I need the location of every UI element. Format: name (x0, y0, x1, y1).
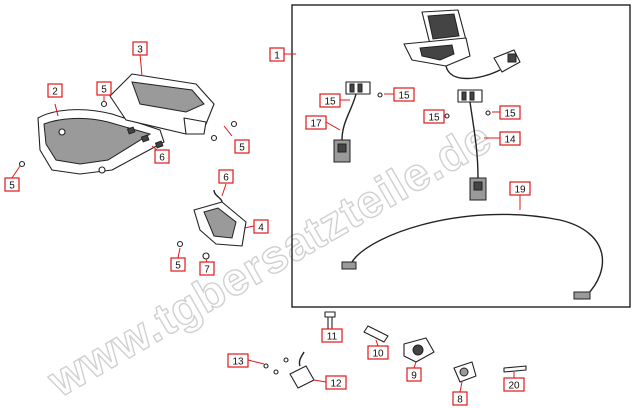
callout-10: 10 (367, 345, 389, 360)
callout-6-cover: 6 (154, 149, 170, 164)
svg-text:15: 15 (398, 91, 410, 102)
svg-text:5: 5 (175, 261, 181, 272)
sensor-12 (263, 351, 315, 389)
svg-text:5: 5 (239, 143, 245, 154)
speedometer-cable-19 (341, 213, 604, 300)
callout-7: 7 (199, 261, 215, 276)
svg-text:20: 20 (508, 381, 520, 392)
screws-5 (18, 100, 238, 248)
wire-harness-17 (333, 81, 383, 163)
svg-text:8: 8 (457, 395, 463, 406)
callout-8: 8 (452, 391, 468, 406)
callout-17: 17 (305, 115, 327, 130)
callout-4: 4 (253, 219, 269, 234)
svg-text:15: 15 (428, 113, 440, 124)
speedometer-assembly (403, 9, 521, 80)
svg-text:6: 6 (223, 173, 229, 184)
callout-9: 9 (406, 367, 422, 382)
callout-15-d: 15 (499, 105, 521, 120)
callout-5-bottom: 5 (170, 257, 186, 272)
callout-20: 20 (503, 377, 525, 392)
callout-15-c: 15 (423, 109, 445, 124)
upper-cover-3 (109, 73, 215, 149)
wire-harness-14 (444, 89, 491, 201)
callout-1: 1 (269, 47, 285, 62)
svg-text:19: 19 (514, 185, 526, 196)
bracket-4 (193, 189, 247, 247)
leader-lines (11, 53, 521, 393)
svg-text:14: 14 (504, 135, 516, 146)
svg-text:17: 17 (310, 119, 322, 130)
svg-text:2: 2 (52, 87, 58, 98)
sleeve-10 (363, 325, 389, 343)
callout-11: 11 (321, 328, 343, 343)
svg-text:1: 1 (274, 51, 280, 62)
gear-housing-9 (403, 337, 435, 363)
callout-6-bracket: 6 (218, 169, 234, 184)
callout-2: 2 (47, 83, 63, 98)
callout-5-right: 5 (234, 139, 250, 154)
svg-text:6: 6 (159, 153, 165, 164)
svg-text:12: 12 (330, 379, 342, 390)
svg-text:15: 15 (324, 97, 336, 108)
callout-15-b: 15 (393, 87, 415, 102)
svg-text:13: 13 (232, 357, 244, 368)
callout-19: 19 (509, 181, 531, 196)
svg-text:15: 15 (504, 109, 516, 120)
pin-20 (503, 365, 527, 373)
svg-text:5: 5 (101, 85, 107, 96)
screw-7 (202, 252, 210, 260)
svg-text:11: 11 (327, 332, 338, 343)
callout-5-top: 5 (96, 81, 112, 96)
gear-8 (453, 361, 477, 383)
callout-3: 3 (132, 41, 148, 56)
callout-13: 13 (227, 353, 249, 368)
svg-text:3: 3 (137, 45, 143, 56)
svg-text:5: 5 (9, 181, 15, 192)
svg-text:7: 7 (204, 265, 210, 276)
speedometer-group-frame (291, 4, 631, 308)
callout-14: 14 (499, 131, 521, 146)
callout-5-left: 5 (4, 177, 20, 192)
front-cover-2 (37, 109, 165, 175)
svg-text:9: 9 (411, 371, 417, 382)
svg-text:4: 4 (258, 223, 264, 234)
svg-text:10: 10 (372, 349, 384, 360)
callout-15-a: 15 (319, 93, 341, 108)
callout-12: 12 (325, 375, 347, 390)
